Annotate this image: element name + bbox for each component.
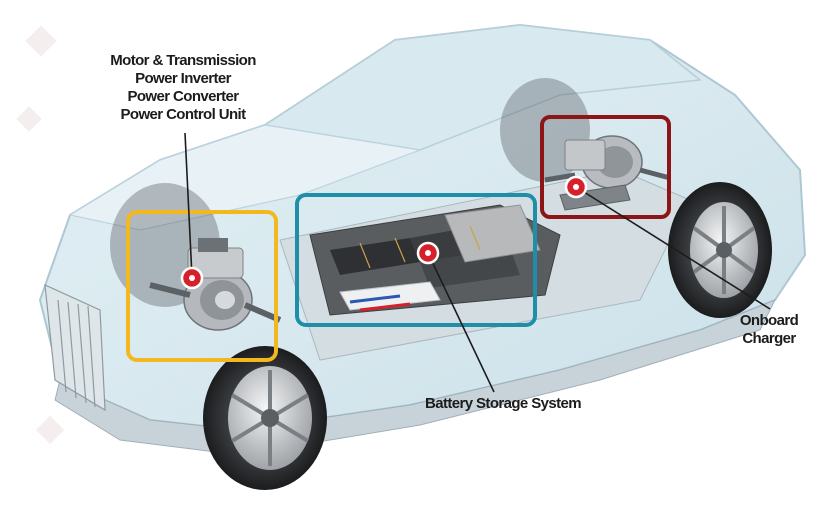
rear-motor-assembly: [544, 135, 671, 211]
front-grille: [44, 284, 106, 412]
motor-leader-line: [184, 132, 193, 278]
leader-lines: [184, 132, 771, 393]
battery-leader-line: [427, 252, 495, 393]
rear-wheel: [668, 182, 772, 318]
front-wheel: [203, 346, 327, 490]
battery-pack: [309, 204, 561, 316]
motor-callout-label: Motor & Transmission Power Inverter Powe…: [78, 52, 288, 124]
battery-callout-label: Battery Storage System: [396, 395, 610, 413]
charger-marker: [564, 175, 588, 199]
motor-label-line-1: Motor & Transmission: [110, 52, 256, 69]
battery-label-line-1: Battery Storage System: [424, 395, 582, 412]
charger-callout-label: Onboard Charger: [722, 312, 816, 348]
battery-marker: [416, 241, 440, 265]
battery-highlight-box: [295, 193, 537, 327]
motor-label-line-4: Power Control Unit: [120, 106, 246, 123]
charger-label-line-1: Onboard: [739, 312, 799, 329]
motor-marker: [180, 266, 204, 290]
motor-label-line-2: Power Inverter: [135, 70, 231, 87]
motor-highlight-box: [126, 210, 278, 362]
charger-label-line-2: Charger: [742, 330, 796, 347]
motor-label-line-3: Power Converter: [127, 88, 239, 105]
charger-leader-line: [575, 186, 771, 310]
charger-highlight-box: [540, 115, 671, 219]
